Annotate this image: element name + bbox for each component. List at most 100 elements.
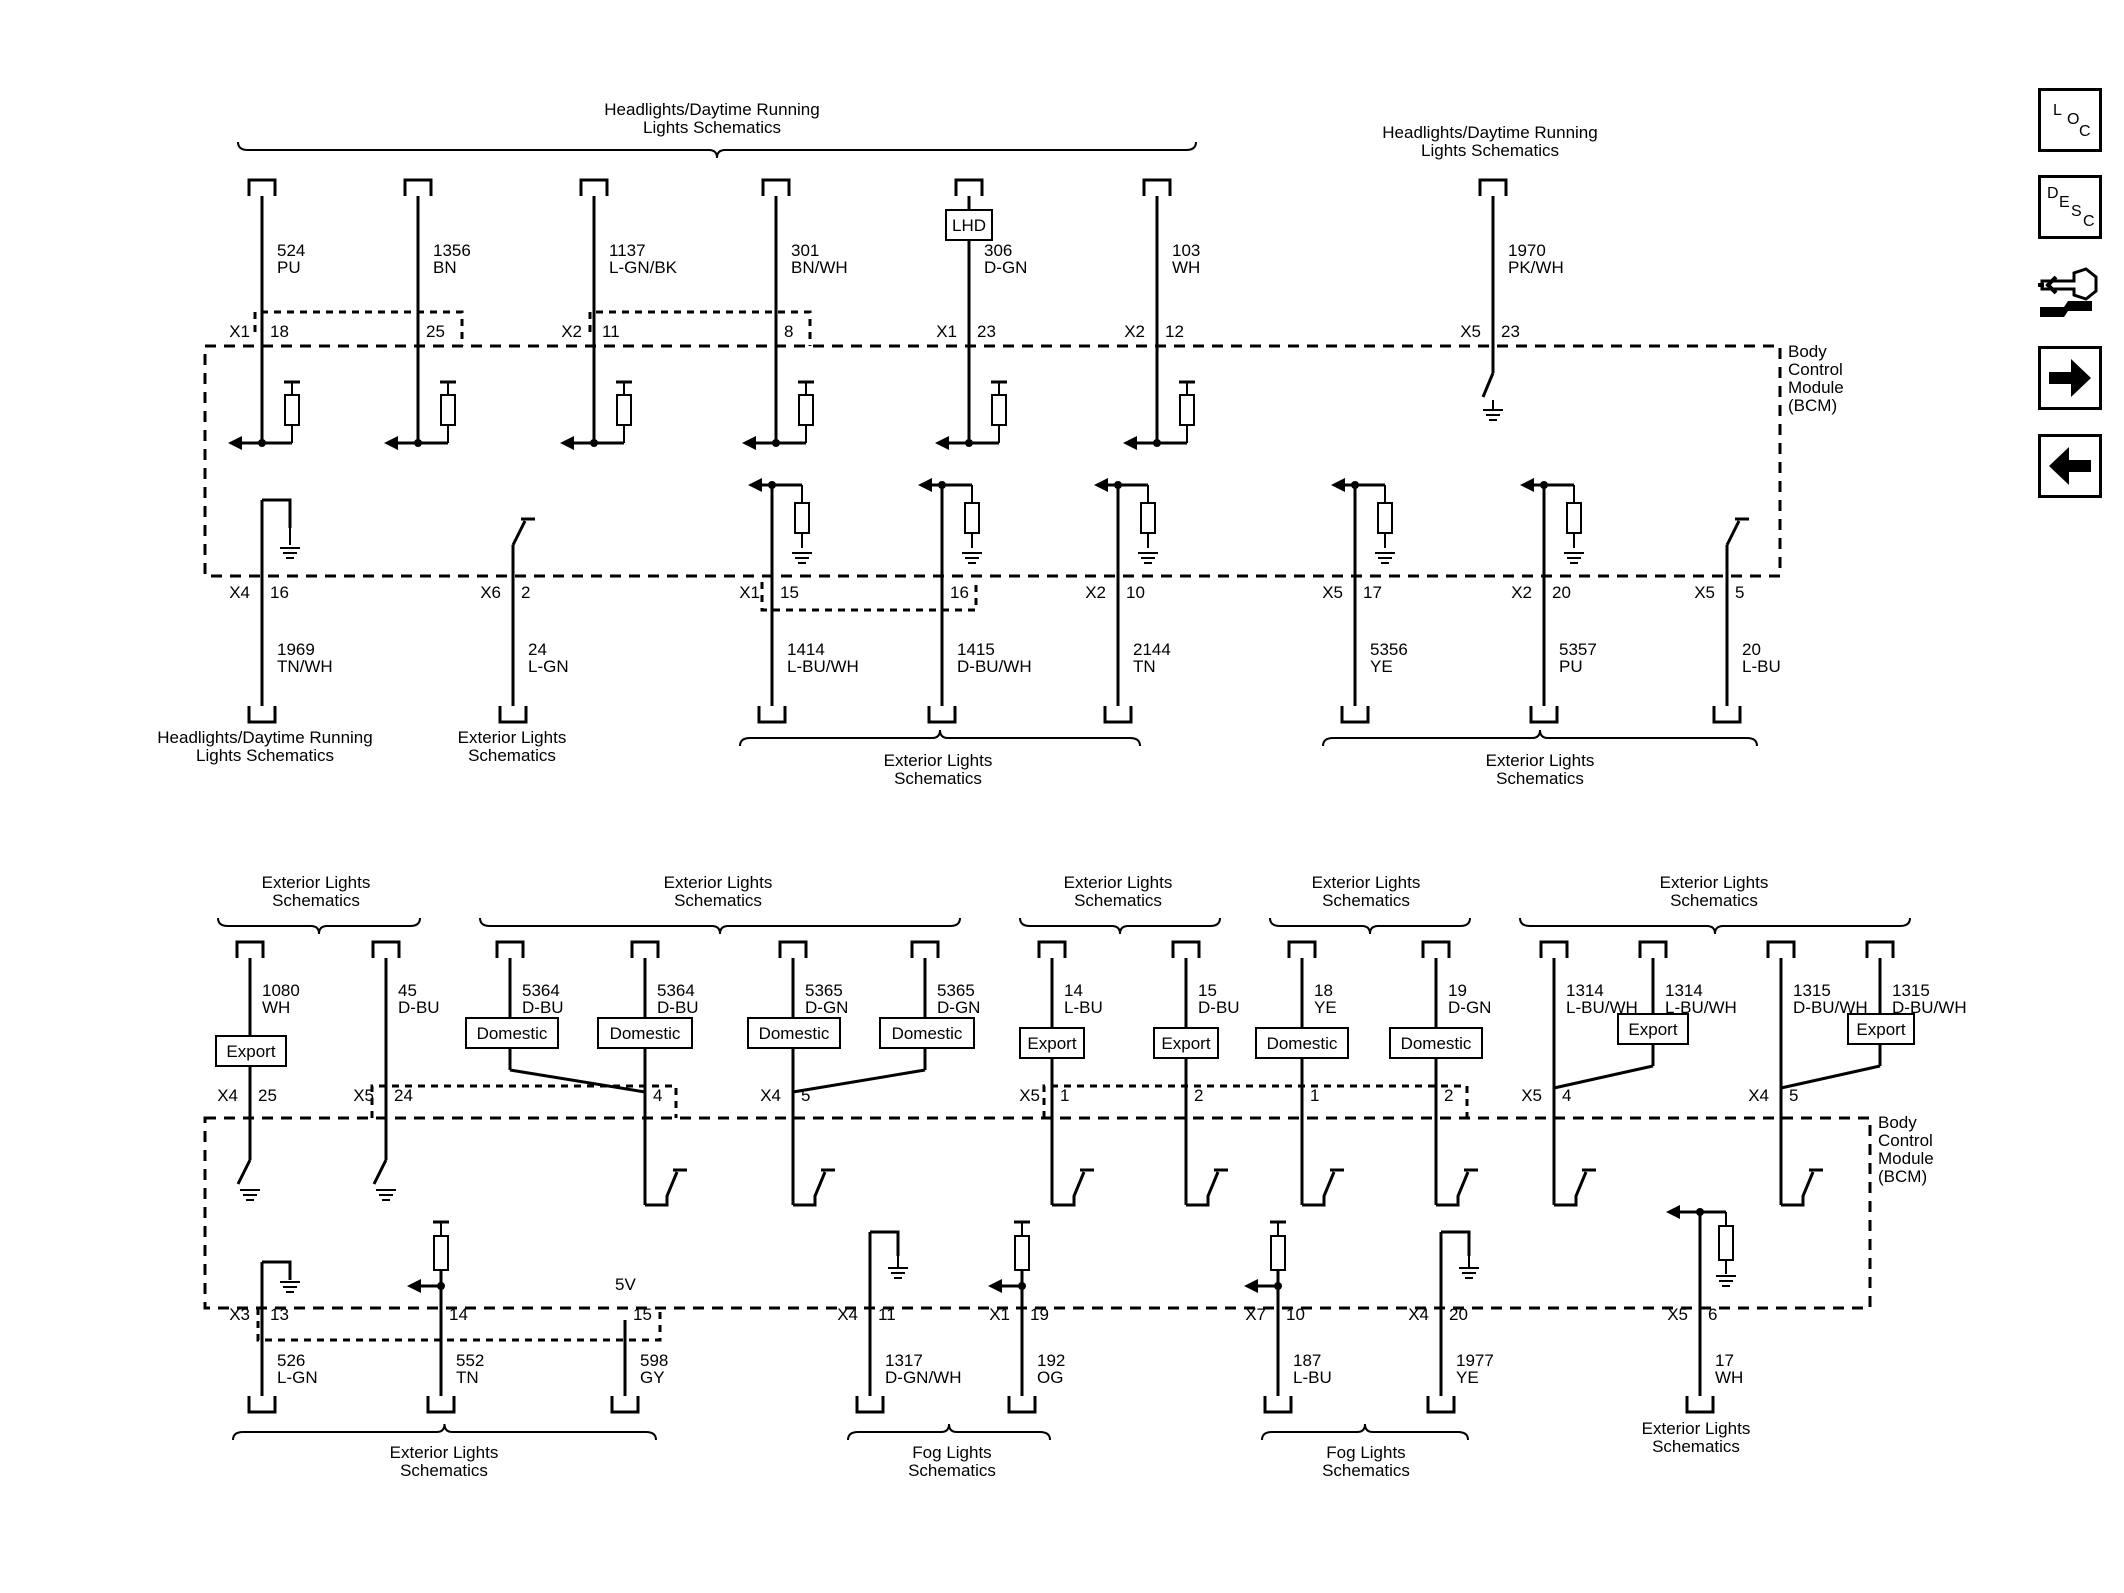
bottom-upper-wire-9-circuit: 19 [1448, 981, 1467, 1000]
desc-icon: D E S C [2047, 185, 2095, 230]
bottom-upper-wire-4-connector: X4 [760, 1086, 781, 1105]
connector-tool-button[interactable] [2034, 255, 2104, 325]
top-upper-wire-4-dot [965, 439, 973, 447]
top-upper-wire-6-pin: 23 [1501, 322, 1520, 341]
top-lower-wire-1-connector: X6 [480, 583, 501, 602]
top-lower-wire-2-connector [757, 706, 787, 724]
ref-top-lower-headlights-line1: Headlights/Daytime Running [157, 728, 372, 747]
bottom-upper-wire-0-export-box [215, 1035, 287, 1067]
top-upper-wire-5-arrow [1123, 436, 1137, 450]
bottom-lower-wire-3-connector [855, 1396, 885, 1414]
bottom-upper-wire-7-switch [1186, 1171, 1220, 1207]
bottom-upper-wire-9-switch [1436, 1171, 1470, 1207]
top-lower-wire-4-pin: 10 [1126, 583, 1145, 602]
bottom-upper-wire-6-color: L-BU [1064, 998, 1103, 1017]
bottom-upper-wire-6-switch [1052, 1171, 1086, 1207]
top-lower-wire-0-switch [262, 498, 292, 528]
top-lower-wire-2-dot [768, 481, 776, 489]
bottom-upper-wire-13-color: D-BU/WH [1892, 998, 1967, 1017]
loc-icon: L O C [2053, 102, 2091, 140]
bottom-upper-wire-12-connector [1766, 940, 1796, 958]
bcm-label-bottom-4: (BCM) [1878, 1167, 1927, 1186]
top-lower-wire-6-dot [1540, 481, 1548, 489]
bottom-upper-wire-1-circuit: 45 [398, 981, 417, 1000]
brace-bottom-exterior-3 [1019, 917, 1221, 935]
bottom-upper-wire-4-switch [793, 1171, 827, 1207]
ref-top-headlights-line1: Headlights/Daytime Running [604, 100, 819, 119]
top-upper-wire-0-connector: X1 [229, 322, 250, 341]
ref-bottom-lower-exterior-line2: Schematics [400, 1461, 488, 1480]
top-upper-wire-0-circuit: 524 [277, 241, 305, 260]
connector-group-x1-top [253, 310, 464, 346]
bottom-lower-wire-1-pin: 14 [449, 1305, 468, 1324]
bottom-upper-wire-11-circuit: 1314 [1665, 981, 1703, 1000]
bottom-lower-wire-4-pin: 19 [1030, 1305, 1049, 1324]
bottom-lower-wire-3-switch [870, 1230, 900, 1256]
next-button[interactable] [2038, 346, 2102, 410]
top-lower-wire-7-pin: 5 [1735, 583, 1744, 602]
bottom-upper-wire-8-color: YE [1314, 998, 1337, 1017]
ref-bottom-lower-fog-2-line1: Fog Lights [1326, 1443, 1405, 1462]
top-upper-wire-3-resistor [798, 394, 814, 426]
top-lower-wire-3-connector [927, 706, 957, 724]
bottom-upper-wire-3-color: D-BU [657, 998, 699, 1017]
top-lower-wire-5-color: YE [1370, 657, 1393, 676]
bottom-upper-wire-9-color: D-GN [1448, 998, 1491, 1017]
brace-bottom-exterior-5 [1519, 917, 1911, 935]
bottom-upper-wire-1-pin: 24 [394, 1086, 413, 1105]
bottom-upper-wire-10-connector [1539, 940, 1569, 958]
top-lower-wire-1-switch [511, 520, 527, 546]
bottom-upper-wire-6-circuit: 14 [1064, 981, 1083, 1000]
bottom-upper-wire-1-connector [371, 940, 401, 958]
bottom-lower-wire-0-connector: X3 [229, 1305, 250, 1324]
top-lower-wire-0-connector: X4 [229, 583, 250, 602]
bottom-upper-wire-0-export-box-label: Export [226, 1042, 275, 1061]
top-lower-wire-6-color: PU [1559, 657, 1583, 676]
top-lower-wire-0-color: TN/WH [277, 657, 333, 676]
connector-group-x3-bottom [256, 1308, 662, 1342]
bottom-upper-wire-0-switch [236, 1159, 252, 1185]
top-upper-wire-5-dot [1153, 439, 1161, 447]
bottom-lower-wire-6-connector [1426, 1396, 1456, 1414]
bottom-lower-wire-1-resistor [433, 1235, 449, 1271]
brace-bottom-lower-fog-2 [1261, 1423, 1469, 1441]
desc-letter-d: D [2047, 185, 2059, 202]
top-lower-wire-1-color: L-GN [528, 657, 569, 676]
bottom-upper-wire-5-color: D-GN [937, 998, 980, 1017]
bottom-upper-wire-0-connector [235, 940, 265, 958]
bcm-label-top-1: Body [1788, 342, 1827, 361]
location-button[interactable]: L O C [2038, 88, 2102, 152]
bottom-upper-wire-4-domestic-box [747, 1017, 841, 1049]
ref-top-headlights-line2: Lights Schematics [643, 118, 781, 137]
bottom-upper-wire-6-connector [1037, 940, 1067, 958]
brace-bottom-lower-exterior [232, 1423, 657, 1441]
top-lower-wire-6-resistor [1566, 502, 1582, 534]
top-upper-wire-4-resistor [991, 394, 1007, 426]
ref-bottom-lower-exterior-2-line2: Schematics [1652, 1437, 1740, 1456]
ref-bottom-lower-exterior-2-line1: Exterior Lights [1642, 1419, 1751, 1438]
bottom-upper-wire-3-connector [630, 940, 660, 958]
ref-bottom-lower-fog-1-line1: Fog Lights [912, 1443, 991, 1462]
top-lower-wire-7-circuit: 20 [1742, 640, 1761, 659]
bcm-label-bottom-3: Module [1878, 1149, 1934, 1168]
top-lower-wire-6-circuit: 5357 [1559, 640, 1597, 659]
bottom-upper-wire-7-connector [1171, 940, 1201, 958]
top-lower-wire-6-connector [1529, 706, 1559, 724]
bcm-box-bottom [203, 1116, 1872, 1310]
loc-letter-o: O [2067, 111, 2079, 128]
bottom-upper-wire-10-circuit: 1314 [1566, 981, 1604, 1000]
bottom-lower-wire-4-connector [1007, 1396, 1037, 1414]
lhd-box-label: LHD [952, 216, 986, 235]
previous-button[interactable] [2038, 434, 2102, 498]
ref-bottom-lower-fog-1-line2: Schematics [908, 1461, 996, 1480]
brace-top-headlights [237, 141, 1197, 159]
desc-letter-e: E [2059, 194, 2070, 211]
bottom-lower-wire-3-circuit: 1317 [885, 1351, 923, 1370]
top-upper-wire-0-arrow [228, 436, 242, 450]
top-lower-wire-5-dot [1351, 481, 1359, 489]
bottom-lower-wire-5-circuit: 187 [1293, 1351, 1321, 1370]
description-button[interactable]: D E S C [2038, 175, 2102, 239]
bottom-upper-wire-4-domestic-box-label: Domestic [759, 1024, 830, 1043]
bottom-upper-wire-1-connector: X5 [353, 1086, 374, 1105]
bottom-upper-wire-13-export-box [1847, 1013, 1915, 1045]
